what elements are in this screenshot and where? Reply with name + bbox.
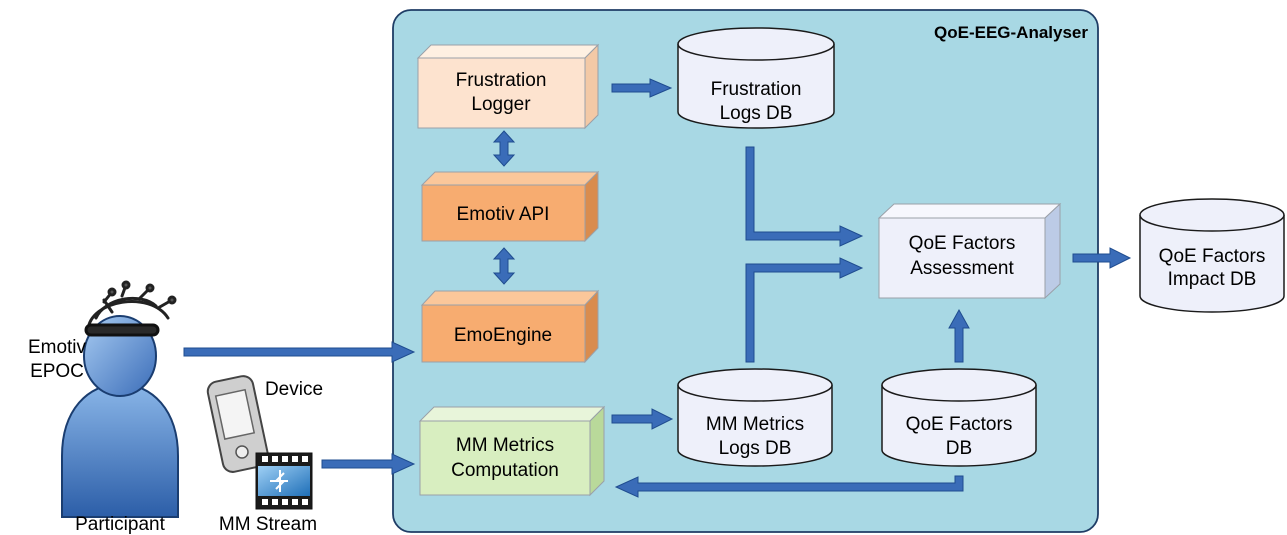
qoe-factors-db-label-2: DB	[946, 438, 972, 459]
emoengine-label: EmoEngine	[454, 325, 552, 346]
mm-metrics-computation-box: MM Metrics Computation	[418, 405, 606, 497]
qoe-assessment-label-2: Assessment	[910, 258, 1014, 279]
headset-label-2: EPOC	[30, 361, 84, 382]
headset-label-1: Emotiv	[28, 337, 87, 358]
arrow-headset-to-emoengine	[183, 341, 416, 363]
emotiv-api-box: Emotiv API	[420, 170, 600, 243]
arrow-device-to-computation	[321, 453, 416, 475]
arrow-mmdb-to-assessment	[745, 257, 864, 363]
qoe-impact-db-label-1: QoE Factors	[1159, 246, 1266, 267]
arrow-frustdb-to-assessment	[745, 146, 864, 247]
mm-metrics-computation-label-2: Computation	[451, 460, 559, 481]
stream-label: MM Stream	[219, 514, 317, 535]
arrow-computation-to-mmdb	[611, 408, 674, 430]
qoe-assessment-label-1: QoE Factors	[909, 233, 1016, 254]
arrow-qoedb-to-computation	[614, 475, 964, 498]
arrow-assessment-to-impactdb	[1072, 247, 1132, 269]
frustration-logger-label-1: Frustration	[456, 70, 547, 91]
panel-title: QoE-EEG-Analyser	[934, 23, 1088, 42]
emotiv-api-label: Emotiv API	[457, 204, 550, 225]
qoe-factors-impact-db: QoE Factors Impact DB	[1139, 198, 1285, 313]
participant-label: Participant	[75, 514, 165, 535]
arrow-logger-to-db	[611, 78, 673, 98]
frustration-logs-db-label-1: Frustration	[711, 79, 802, 100]
frustration-logger-label-2: Logger	[471, 94, 531, 115]
arrow-qoedb-to-assessment	[948, 308, 970, 363]
pda-device-icon	[206, 375, 270, 473]
mm-metrics-logs-db-label-1: MM Metrics	[706, 414, 804, 435]
frustration-logger-box: Frustration Logger	[416, 43, 600, 130]
mm-metrics-logs-db: MM Metrics Logs DB	[677, 368, 833, 467]
qoe-factors-assessment-box: QoE Factors Assessment	[877, 202, 1062, 300]
frustration-logs-db: Frustration Logs DB	[677, 27, 835, 129]
flow-arrows	[183, 78, 1132, 498]
arrow-api-emoengine	[492, 247, 516, 285]
qoe-factors-db-label-1: QoE Factors	[906, 414, 1013, 435]
arrow-logger-api	[492, 130, 516, 167]
mm-metrics-computation-label-1: MM Metrics	[456, 435, 554, 456]
device-label: Device	[265, 379, 323, 400]
qoe-impact-db-label-2: Impact DB	[1168, 269, 1257, 290]
headset-icon	[84, 280, 177, 337]
mm-metrics-logs-db-label-2: Logs DB	[719, 438, 792, 459]
film-stream-icon	[255, 452, 313, 510]
frustration-logs-db-label-2: Logs DB	[720, 103, 793, 124]
emoengine-box: EmoEngine	[420, 289, 600, 364]
qoe-factors-db: QoE Factors DB	[881, 368, 1037, 467]
